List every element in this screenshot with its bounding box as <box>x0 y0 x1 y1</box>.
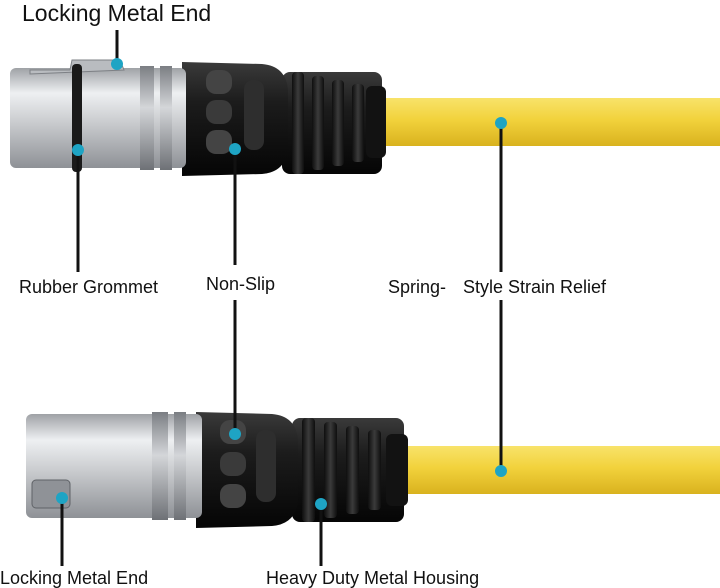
top-cable <box>378 98 720 146</box>
callout-lines <box>60 30 503 566</box>
dot-non-slip-bottom <box>229 428 241 440</box>
dot-locking-metal-end-top <box>111 58 123 70</box>
bottom-black-housing <box>196 412 298 528</box>
label-non-slip: Non-Slip <box>206 274 276 294</box>
top-strain-relief <box>282 72 386 174</box>
label-style-strain-relief: Style Strain Relief <box>463 277 607 297</box>
dot-locking-metal-end-bottom <box>56 492 68 504</box>
top-connector <box>10 59 720 176</box>
label-locking-metal-end-bottom: Locking Metal End <box>0 568 149 588</box>
dot-heavy-duty-housing <box>315 498 327 510</box>
label-heavy-duty-metal-housing: Heavy Duty Metal Housing <box>266 568 480 588</box>
dot-non-slip-top <box>229 143 241 155</box>
bottom-strain-relief <box>292 418 408 522</box>
top-metal-body <box>10 68 186 168</box>
label-locking-metal-end-top: Locking Metal End <box>22 0 212 26</box>
bottom-connector <box>26 412 720 528</box>
dot-strain-relief-bottom <box>495 465 507 477</box>
bottom-cable <box>400 446 720 494</box>
dot-rubber-grommet <box>72 144 84 156</box>
label-rubber-grommet: Rubber Grommet <box>19 277 159 297</box>
dot-strain-relief-top <box>495 117 507 129</box>
callout-dots <box>56 58 507 510</box>
label-spring-prefix: Spring- <box>388 277 447 297</box>
